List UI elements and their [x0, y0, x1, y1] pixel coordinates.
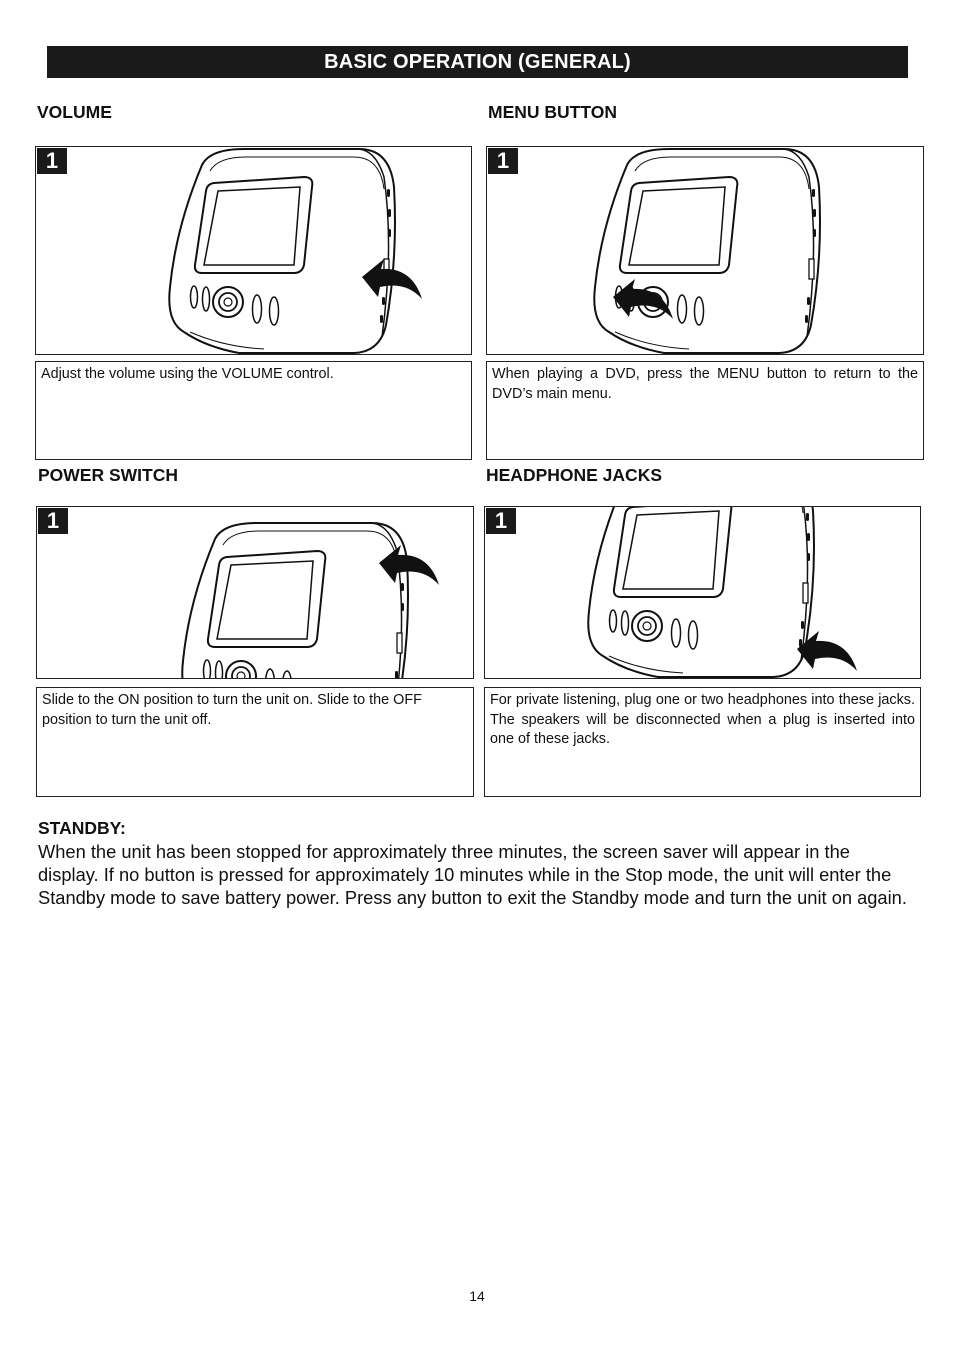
page-header: BASIC OPERATION (GENERAL) [47, 46, 908, 78]
headphone-jacks-title: HEADPHONE JACKS [486, 465, 662, 485]
menu-button-figure: 1 [486, 146, 924, 355]
portable-dvd-player-illustration [181, 522, 439, 678]
headphone-jacks-description: For private listening, plug one or two h… [484, 687, 921, 797]
headphone-jacks-figure: 1 [484, 506, 921, 679]
standby-text: When the unit has been stopped for appro… [38, 841, 907, 908]
menu-button-title: MENU BUTTON [488, 102, 617, 122]
step-number: 1 [37, 148, 67, 174]
volume-description: Adjust the volume using the VOLUME contr… [35, 361, 472, 460]
standby-title: STANDBY: [38, 818, 126, 838]
page-number: 14 [469, 1288, 485, 1304]
power-switch-figure: 1 [36, 506, 474, 679]
portable-dvd-player-illustration [593, 148, 821, 354]
portable-dvd-player-illustration [587, 507, 857, 678]
power-switch-title: POWER SWITCH [38, 465, 178, 485]
menu-button-description: When playing a DVD, press the MENU butto… [486, 361, 924, 460]
power-switch-description: Slide to the ON position to turn the uni… [36, 687, 474, 797]
volume-figure: 1 [35, 146, 472, 355]
step-number: 1 [488, 148, 518, 174]
step-number: 1 [486, 508, 516, 534]
portable-dvd-player-illustration [168, 148, 422, 354]
volume-title: VOLUME [37, 102, 112, 122]
step-number: 1 [38, 508, 68, 534]
